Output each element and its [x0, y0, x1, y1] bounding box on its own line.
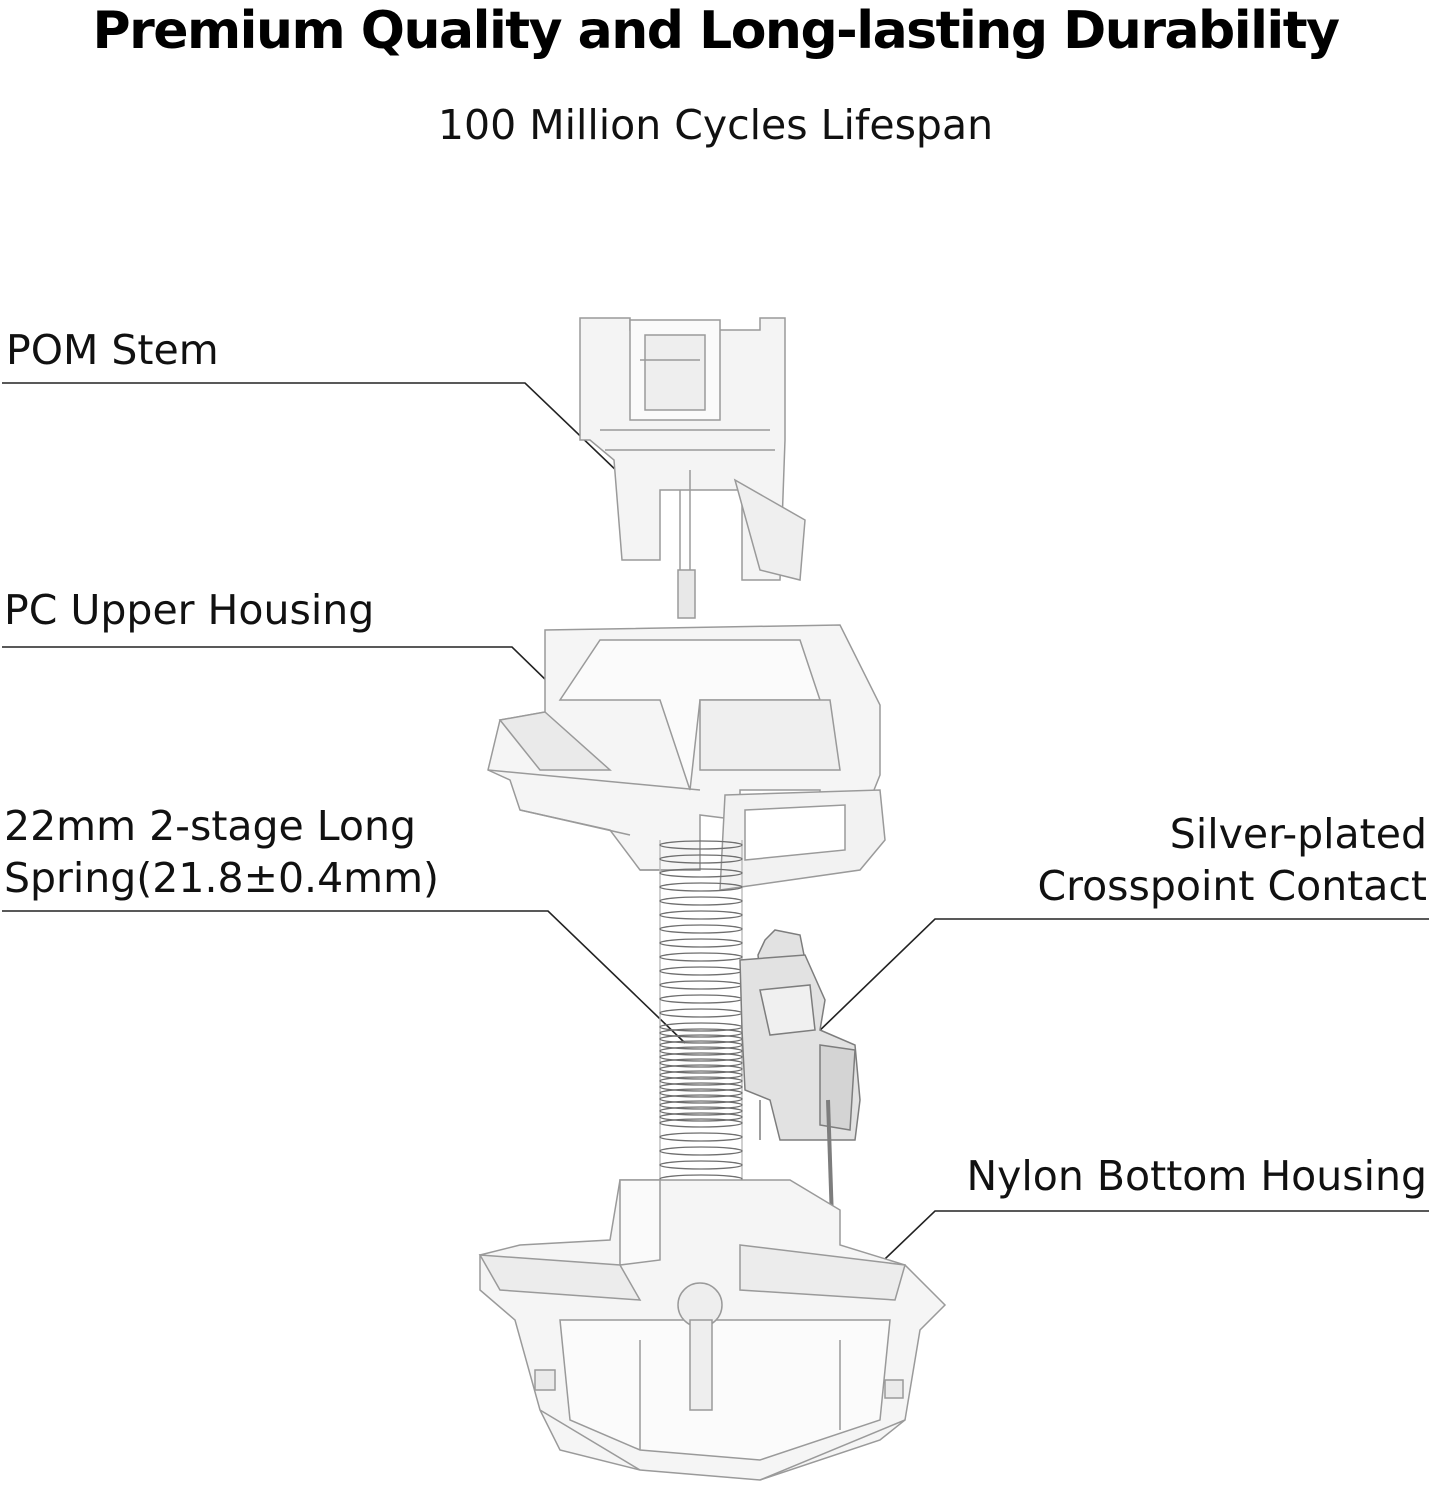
spring-coil [659, 910, 743, 920]
page-subtitle: 100 Million Cycles Lifespan [437, 101, 994, 149]
label-contact-line1: Silver-plated [1169, 810, 1427, 858]
spring-coil [659, 938, 743, 948]
page-title: Premium Quality and Long-lasting Durabil… [92, 1, 1340, 61]
spring-coil [659, 1008, 743, 1018]
spring-coil [659, 1064, 743, 1074]
spring-coil [659, 882, 743, 892]
spring-coil [659, 1046, 743, 1056]
spring-coil [659, 924, 743, 934]
spring-coil [659, 1100, 743, 1110]
silver-crosspoint-contact [739, 929, 861, 1221]
spring-coil [659, 1118, 743, 1128]
spring-coil [659, 1094, 743, 1104]
spring-coil [659, 952, 743, 962]
label-spring-line2: Spring(21.8±0.4mm) [4, 854, 440, 902]
leader-line-contact [812, 918, 1429, 1038]
spring-coil [659, 980, 743, 990]
label-pom-stem: POM Stem [6, 326, 219, 374]
spring-coil [659, 1132, 743, 1142]
spring-coil [659, 994, 743, 1004]
spring-coil [659, 1160, 743, 1170]
spring-coil [659, 1146, 743, 1156]
spring-coil [659, 1106, 743, 1116]
label-pc-upper-housing: PC Upper Housing [4, 586, 375, 634]
spring-coil [659, 868, 743, 878]
spring-coil [659, 1088, 743, 1098]
spring-coil [659, 1082, 743, 1092]
spring-coil [659, 1070, 743, 1080]
spring-coil [659, 1052, 743, 1062]
pc-upper-housing [487, 624, 886, 891]
leader-line-spring [2, 910, 686, 1044]
spring-coil [659, 840, 743, 850]
spring-coils [659, 840, 743, 1226]
label-nylon-bottom-housing: Nylon Bottom Housing [966, 1152, 1427, 1200]
spring-coil [659, 1058, 743, 1068]
pom-stem [579, 317, 806, 619]
label-contact-line2: Crosspoint Contact [1037, 862, 1428, 910]
label-spring-line1: 22mm 2-stage Long [4, 802, 417, 850]
spring-coil [659, 966, 743, 976]
spring-coil [659, 854, 743, 864]
spring-coil [659, 896, 743, 906]
spring-coil [659, 1076, 743, 1086]
leader-line-stem [2, 382, 646, 499]
nylon-bottom-housing [478, 1179, 947, 1481]
spring-coil [659, 1112, 743, 1122]
